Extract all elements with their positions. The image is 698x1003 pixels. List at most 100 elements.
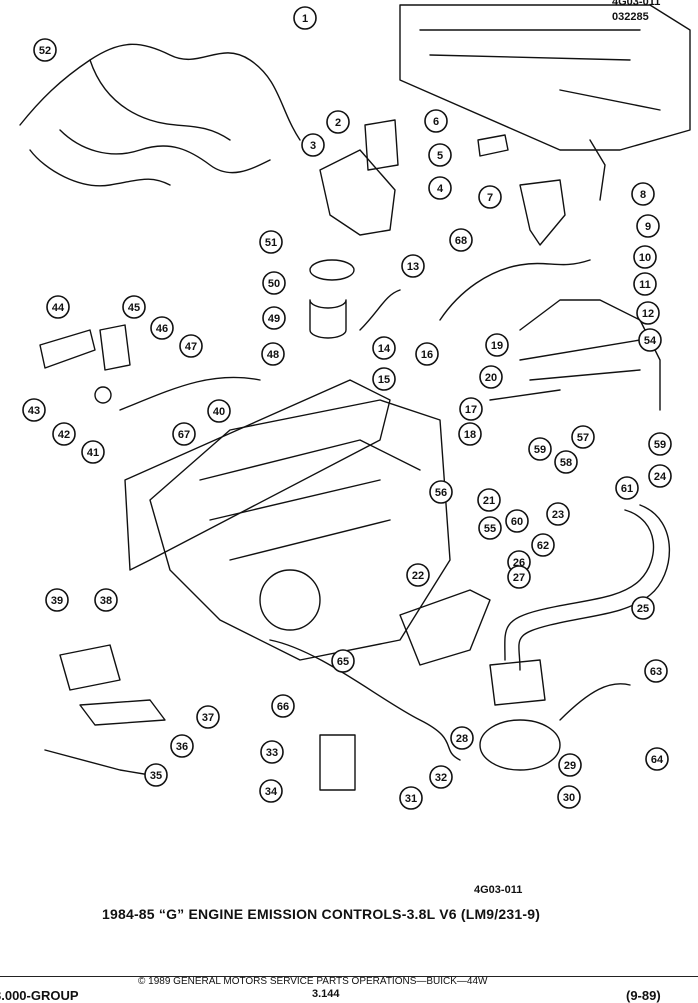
callout-5: 5: [428, 143, 452, 167]
callout-number: 66: [277, 701, 289, 713]
callout-circle: [259, 779, 283, 803]
callout-58: 58: [554, 450, 578, 474]
callout-8: 8: [631, 182, 655, 206]
callout-3: 3: [301, 133, 325, 157]
canister-linework: [319, 734, 356, 791]
callout-51: 51: [259, 230, 283, 254]
callout-circle: [507, 565, 531, 589]
hose-linework: [559, 683, 631, 721]
callout-62: 62: [531, 533, 555, 557]
figure-code-top: 4G03-011: [612, 0, 661, 8]
harness-linework: [19, 43, 301, 141]
callout-circle: [144, 763, 168, 787]
callout-44: 44: [46, 295, 70, 319]
callout-circle: [424, 109, 448, 133]
figure-code-bottom: 4G03-011: [474, 884, 523, 896]
callout-number: 51: [265, 237, 277, 249]
callout-circle: [196, 705, 220, 729]
callout-circle: [554, 450, 578, 474]
callout-59: 59: [528, 437, 552, 461]
callout-circle: [401, 254, 425, 278]
callout-number: 27: [513, 572, 525, 584]
harness-linework: [59, 129, 271, 174]
callout-circle: [415, 342, 439, 366]
callout-number: 43: [28, 405, 40, 417]
callout-circle: [22, 398, 46, 422]
callout-number: 4: [437, 183, 444, 195]
callout-circle: [262, 306, 286, 330]
callout-number: 37: [202, 712, 214, 724]
callout-number: 24: [654, 471, 667, 483]
callout-circle: [372, 336, 396, 360]
callout-number: 65: [337, 656, 349, 668]
callout-number: 14: [378, 343, 391, 355]
callout-19: 19: [485, 333, 509, 357]
cleaner-linework: [479, 719, 561, 771]
callout-circle: [207, 399, 231, 423]
dash-linework: [419, 29, 661, 111]
callout-48: 48: [261, 342, 285, 366]
callout-36: 36: [170, 734, 194, 758]
callout-circle: [557, 785, 581, 809]
callout-circle: [531, 533, 555, 557]
manifold-linework: [399, 589, 491, 666]
callout-6: 6: [424, 109, 448, 133]
callout-circle: [429, 480, 453, 504]
callout-number: 38: [100, 595, 112, 607]
dash-linework: [399, 4, 691, 151]
callout-number: 22: [412, 570, 424, 582]
callout-18: 18: [458, 422, 482, 446]
callout-number: 39: [51, 595, 63, 607]
callout-27: 27: [507, 565, 531, 589]
callout-number: 59: [654, 439, 666, 451]
callout-52: 52: [33, 38, 57, 62]
callout-11: 11: [633, 272, 657, 296]
hose-linework: [439, 259, 591, 321]
figure-caption: 1984-85 “G” ENGINE EMISSION CONTROLS-3.8…: [102, 906, 541, 922]
callout-circle: [399, 786, 423, 810]
callout-17: 17: [459, 397, 483, 421]
callout-circle: [458, 422, 482, 446]
callout-circle: [636, 301, 660, 325]
part-linework: [119, 376, 261, 411]
callout-30: 30: [557, 785, 581, 809]
callout-29: 29: [558, 753, 582, 777]
callout-32: 32: [429, 765, 453, 789]
footer-page-number: 3.144: [312, 988, 340, 1000]
callout-10: 10: [633, 245, 657, 269]
callout-41: 41: [81, 440, 105, 464]
callout-number: 7: [487, 192, 493, 204]
callout-circle: [52, 422, 76, 446]
footer-divider: [0, 976, 698, 977]
callout-number: 15: [378, 374, 390, 386]
part-linework: [94, 386, 112, 404]
callout-4: 4: [428, 176, 452, 200]
callout-circle: [262, 271, 286, 295]
reference-code-top: 032285: [612, 11, 649, 23]
callout-number: 9: [645, 221, 651, 233]
callout-number: 11: [639, 279, 651, 291]
callout-circle: [479, 365, 503, 389]
harness-linework: [89, 59, 231, 141]
callout-9: 9: [636, 214, 660, 238]
callout-circle: [429, 765, 453, 789]
callout-number: 48: [267, 349, 279, 361]
callout-2: 2: [326, 110, 350, 134]
callout-23: 23: [546, 502, 570, 526]
callout-circle: [428, 176, 452, 200]
callout-number: 41: [87, 447, 99, 459]
callout-number: 50: [268, 278, 280, 290]
callout-circle: [546, 502, 570, 526]
callout-circle: [459, 397, 483, 421]
callout-14: 14: [372, 336, 396, 360]
callout-number: 20: [485, 372, 497, 384]
callout-number: 10: [639, 252, 651, 264]
callout-circle: [633, 245, 657, 269]
callout-circle: [301, 133, 325, 157]
callout-circle: [477, 488, 501, 512]
part-linework: [99, 324, 131, 371]
callout-number: 13: [407, 261, 419, 273]
duct-linework: [504, 509, 655, 661]
callout-number: 58: [560, 457, 572, 469]
callout-circle: [558, 753, 582, 777]
